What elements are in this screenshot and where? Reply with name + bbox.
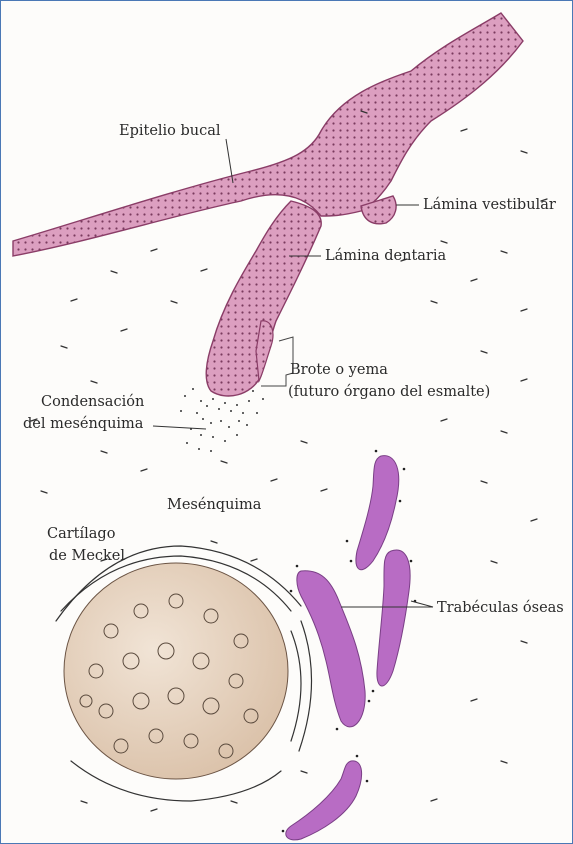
label-cartilago: Cartílago bbox=[47, 525, 115, 544]
label-brote-yema: Brote o yema bbox=[290, 361, 388, 380]
label-condensacion: Condensación bbox=[41, 393, 144, 412]
meckel-cartilage bbox=[56, 546, 312, 801]
label-trabeculas-oseas: Trabéculas óseas bbox=[437, 599, 564, 618]
bone-trabeculae bbox=[286, 456, 410, 840]
label-mesenquima: Mesénquima bbox=[167, 496, 261, 515]
condensation-dots bbox=[180, 388, 264, 452]
label-epitelio-bucal: Epitelio bucal bbox=[119, 122, 221, 141]
label-lamina-dentaria: Lámina dentaria bbox=[325, 247, 446, 266]
label-lamina-vestibular: Lámina vestibular bbox=[423, 196, 556, 215]
oral-epithelium bbox=[13, 13, 523, 256]
label-de-meckel: de Meckel bbox=[49, 547, 125, 566]
label-del-mesenquima: del mesénquima bbox=[23, 415, 143, 434]
label-futuro-organo: (futuro órgano del esmalte) bbox=[288, 383, 490, 402]
